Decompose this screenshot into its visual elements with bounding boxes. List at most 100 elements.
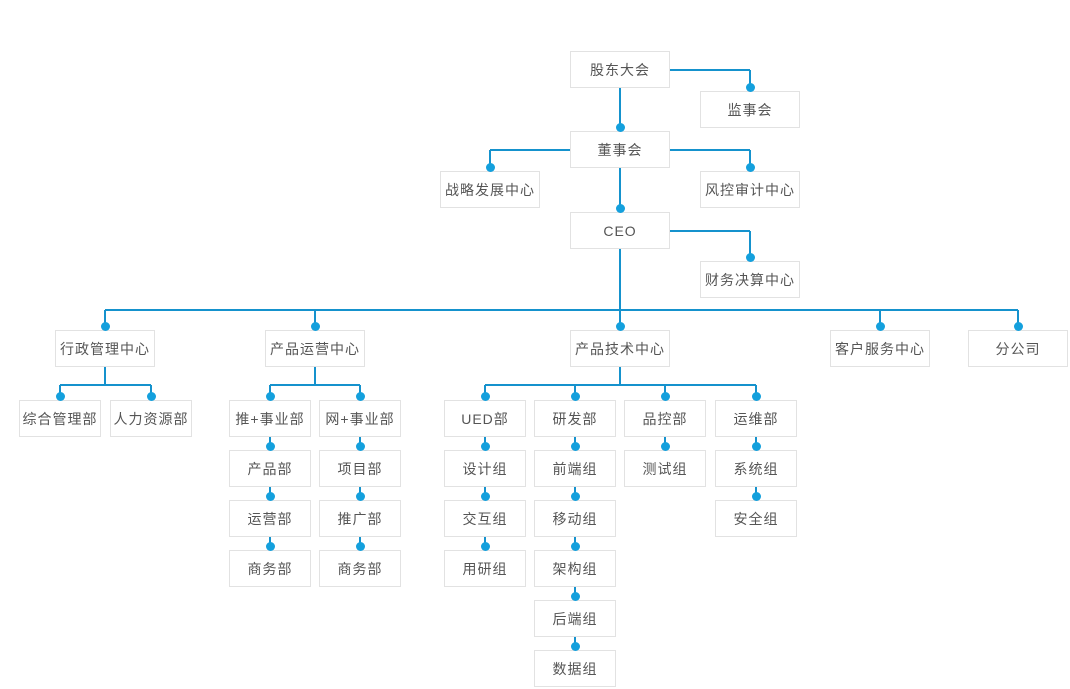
connector-line	[270, 384, 360, 386]
connector-line	[105, 309, 1018, 311]
org-node-label: 运维部	[733, 410, 779, 427]
org-node-label: 数据组	[552, 660, 598, 677]
org-node-label: 后端组	[552, 610, 598, 627]
org-node-system-group: 系统组	[715, 450, 797, 487]
org-node-supervisory: 监事会	[700, 91, 800, 128]
connector-line	[749, 150, 751, 171]
connector-dot	[751, 392, 761, 401]
org-node-security-group: 安全组	[715, 500, 797, 537]
org-node-label: 设计组	[462, 460, 508, 477]
connector-line	[490, 149, 570, 151]
org-node-label: 系统组	[733, 460, 779, 477]
org-node-frontend-group: 前端组	[534, 450, 616, 487]
org-node-label: 推+事业部	[235, 410, 305, 427]
connector-dot	[485, 163, 495, 172]
connector-line	[670, 230, 750, 232]
org-node-label: 交互组	[462, 510, 508, 527]
connector-line	[619, 168, 621, 212]
org-node-label: 品控部	[642, 410, 688, 427]
connector-dot	[751, 442, 761, 451]
org-node-label: 综合管理部	[22, 410, 98, 427]
connector-dot	[570, 442, 580, 451]
connector-dot	[265, 492, 275, 501]
org-node-board: 董事会	[570, 131, 670, 168]
org-node-admin-center: 行政管理中心	[55, 330, 155, 367]
org-node-label: 商务部	[337, 560, 383, 577]
org-node-label: 研发部	[552, 410, 598, 427]
connector-dot	[745, 253, 755, 262]
org-node-label: 架构组	[552, 560, 598, 577]
connector-line	[60, 384, 151, 386]
org-node-mobile-group: 移动组	[534, 500, 616, 537]
org-node-ceo: CEO	[570, 212, 670, 249]
connector-line	[749, 231, 751, 261]
org-node-arch-group: 架构组	[534, 550, 616, 587]
org-node-tui-division: 推+事业部	[229, 400, 311, 437]
org-node-label: 项目部	[337, 460, 383, 477]
connector-dot	[480, 492, 490, 501]
org-node-label: 产品部	[247, 460, 293, 477]
connector-line	[314, 367, 316, 385]
org-node-label: 用研组	[462, 560, 508, 577]
org-node-label: CEO	[603, 222, 637, 239]
connector-dot	[570, 592, 580, 601]
connector-dot	[751, 492, 761, 501]
connector-dot	[480, 542, 490, 551]
org-node-service-center: 客户服务中心	[830, 330, 930, 367]
connector-line	[749, 70, 751, 91]
org-node-label: 人力资源部	[113, 410, 189, 427]
org-node-general-admin: 综合管理部	[19, 400, 101, 437]
org-node-project-dept: 项目部	[319, 450, 401, 487]
org-node-label: 客户服务中心	[835, 340, 925, 357]
connector-dot	[265, 542, 275, 551]
connector-dot	[265, 392, 275, 401]
connector-line	[104, 310, 106, 330]
org-node-label: 战略发展中心	[445, 181, 535, 198]
org-node-label: 行政管理中心	[60, 340, 150, 357]
org-node-label: 前端组	[552, 460, 598, 477]
connector-line	[314, 310, 316, 330]
connector-line	[670, 149, 750, 151]
connector-dot	[55, 392, 65, 401]
org-node-label: 移动组	[552, 510, 598, 527]
org-node-strategy-center: 战略发展中心	[440, 171, 540, 208]
org-node-label: 风控审计中心	[705, 181, 795, 198]
org-node-interaction-group: 交互组	[444, 500, 526, 537]
org-node-label: 安全组	[733, 510, 779, 527]
org-node-label: 财务决算中心	[705, 271, 795, 288]
connector-dot	[570, 492, 580, 501]
connector-dot	[146, 392, 156, 401]
connector-dot	[1013, 322, 1023, 331]
org-node-promotion-dept: 推广部	[319, 500, 401, 537]
org-node-label: 产品技术中心	[575, 340, 665, 357]
org-node-design-group: 设计组	[444, 450, 526, 487]
org-node-product-dept: 产品部	[229, 450, 311, 487]
org-node-operation-dept: 运营部	[229, 500, 311, 537]
org-node-label: 运营部	[247, 510, 293, 527]
connector-dot	[660, 442, 670, 451]
org-node-label: 网+事业部	[325, 410, 395, 427]
org-node-business-dept-2: 商务部	[319, 550, 401, 587]
org-node-label: 股东大会	[590, 61, 650, 78]
connector-line	[485, 384, 756, 386]
org-node-tech-center: 产品技术中心	[570, 330, 670, 367]
connector-line	[1017, 310, 1019, 330]
connector-dot	[355, 492, 365, 501]
connector-line	[104, 367, 106, 385]
connector-line	[670, 69, 750, 71]
org-node-label: 监事会	[727, 101, 773, 118]
connector-dot	[745, 163, 755, 172]
connector-line	[619, 88, 621, 131]
org-node-ued-dept: UED部	[444, 400, 526, 437]
connector-dot	[615, 322, 625, 331]
org-node-qc-dept: 品控部	[624, 400, 706, 437]
org-node-label: 董事会	[597, 141, 643, 158]
org-node-risk-audit: 风控审计中心	[700, 171, 800, 208]
connector-dot	[480, 392, 490, 401]
connector-dot	[355, 442, 365, 451]
connector-dot	[875, 322, 885, 331]
org-node-rd-dept: 研发部	[534, 400, 616, 437]
connector-dot	[355, 542, 365, 551]
connector-dot	[570, 542, 580, 551]
